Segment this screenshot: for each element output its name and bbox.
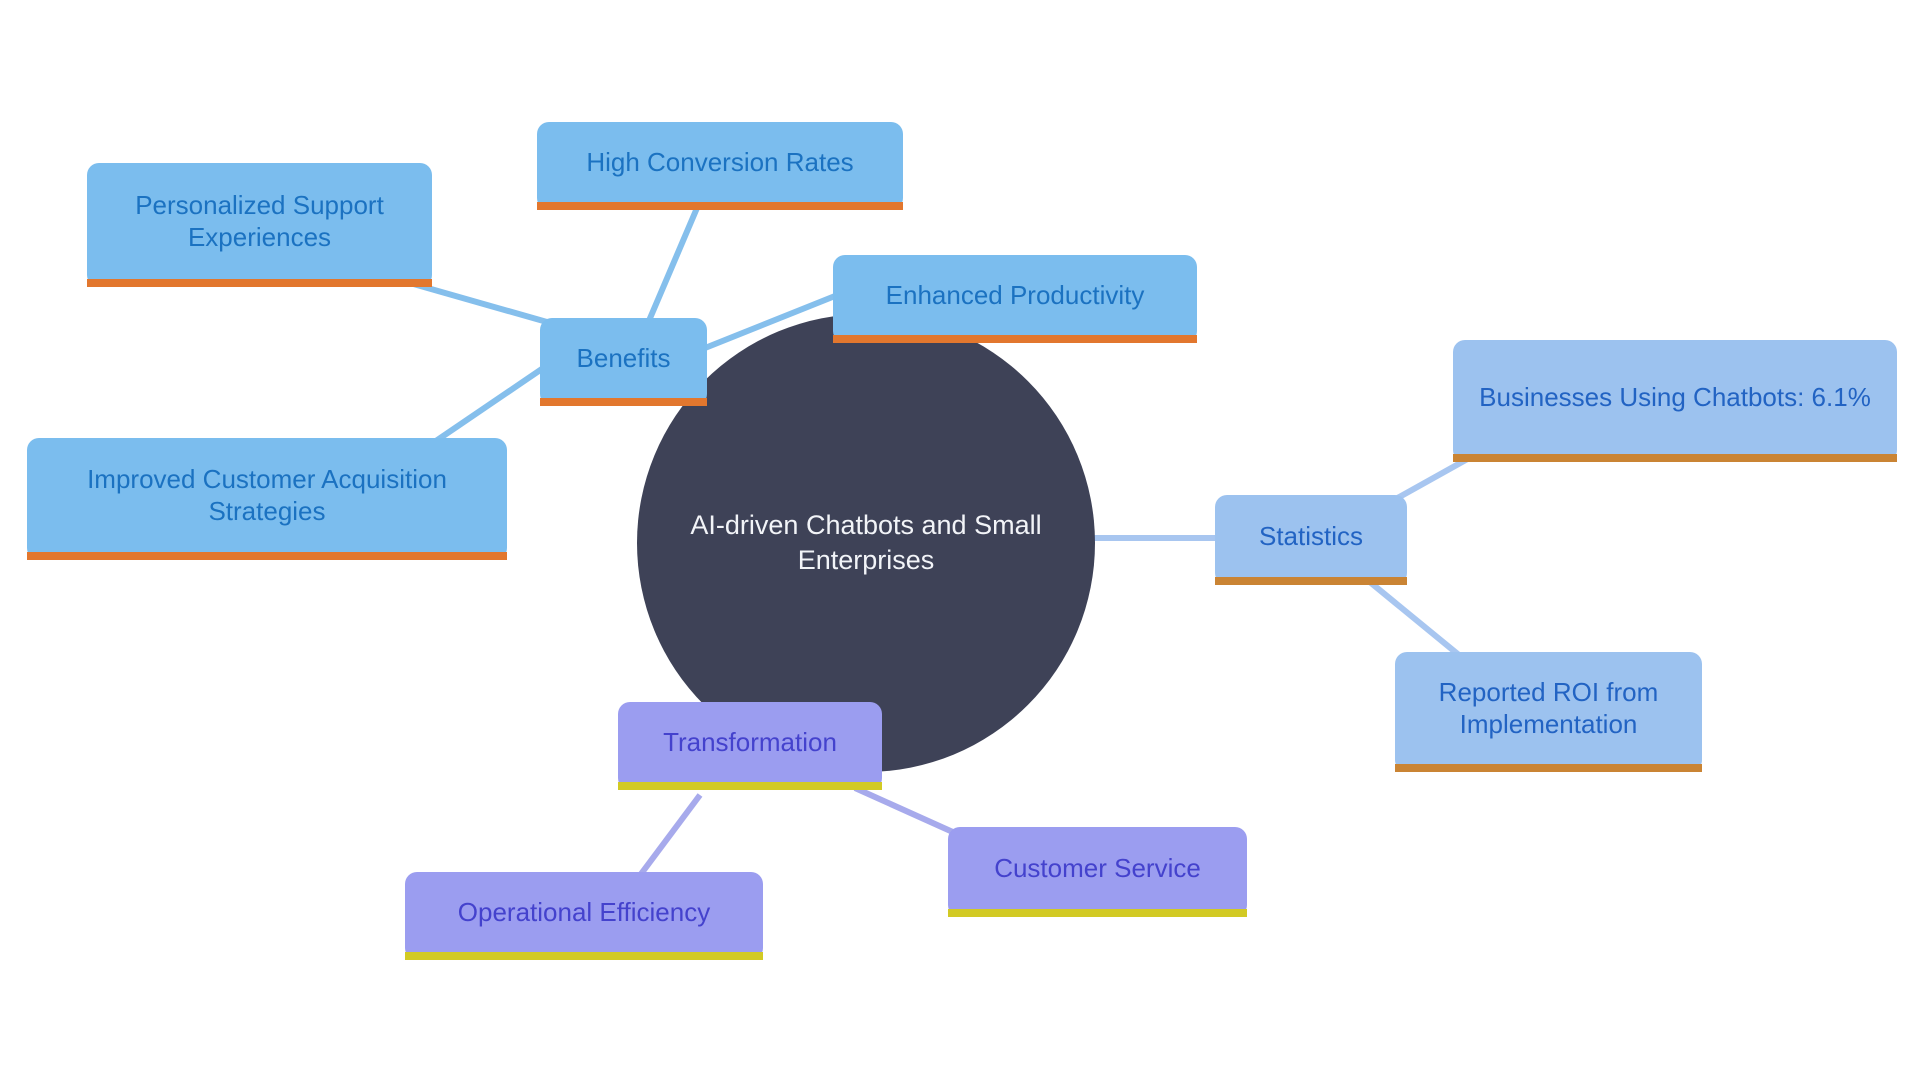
center-topic-label: AI-driven Chatbots and Small Enterprises <box>690 509 1042 575</box>
node-high-conversion-rates-label: High Conversion Rates <box>586 146 854 177</box>
node-customer-service-label: Customer Service <box>994 852 1201 883</box>
node-transformation-label: Transformation <box>663 726 837 757</box>
node-improved-customer-acquisition[interactable]: Improved Customer Acquisition Strategies <box>27 438 507 560</box>
connector-statistics-roi <box>1363 575 1467 663</box>
node-improved-customer-acquisition-label: Improved Customer Acquisition Strategies <box>87 463 447 527</box>
node-operational-efficiency-label: Operational Efficiency <box>457 896 711 927</box>
node-high-conversion-rates[interactable]: High Conversion Rates <box>537 122 903 210</box>
node-personalized-support[interactable]: Personalized Support Experiences <box>87 163 432 287</box>
connector-benefits-enhanced <box>698 289 847 353</box>
node-enhanced-productivity[interactable]: Enhanced Productivity <box>833 255 1197 343</box>
node-operational-efficiency[interactable]: Operational Efficiency <box>405 872 763 960</box>
connector-transformation-operational <box>635 793 703 880</box>
node-statistics[interactable]: Statistics <box>1215 495 1407 585</box>
connector-benefits-improved <box>428 357 557 448</box>
node-center-topic[interactable]: AI-driven Chatbots and Small Enterprises <box>637 314 1095 772</box>
node-personalized-support-label: Personalized Support Experiences <box>135 189 384 253</box>
node-enhanced-productivity-label: Enhanced Productivity <box>885 279 1145 310</box>
node-reported-roi[interactable]: Reported ROI from Implementation <box>1395 652 1702 772</box>
node-customer-service[interactable]: Customer Service <box>948 827 1247 917</box>
node-statistics-label: Statistics <box>1258 520 1364 551</box>
node-businesses-using-chatbots-label: Businesses Using Chatbots: 6.1% <box>1479 381 1871 412</box>
node-reported-roi-label: Reported ROI from Implementation <box>1438 676 1659 740</box>
connector-highconversion-benefits <box>642 206 700 332</box>
node-benefits-label: Benefits <box>576 342 671 373</box>
node-transformation[interactable]: Transformation <box>618 702 882 790</box>
node-benefits[interactable]: Benefits <box>540 318 707 406</box>
node-businesses-using-chatbots[interactable]: Businesses Using Chatbots: 6.1% <box>1453 340 1897 462</box>
